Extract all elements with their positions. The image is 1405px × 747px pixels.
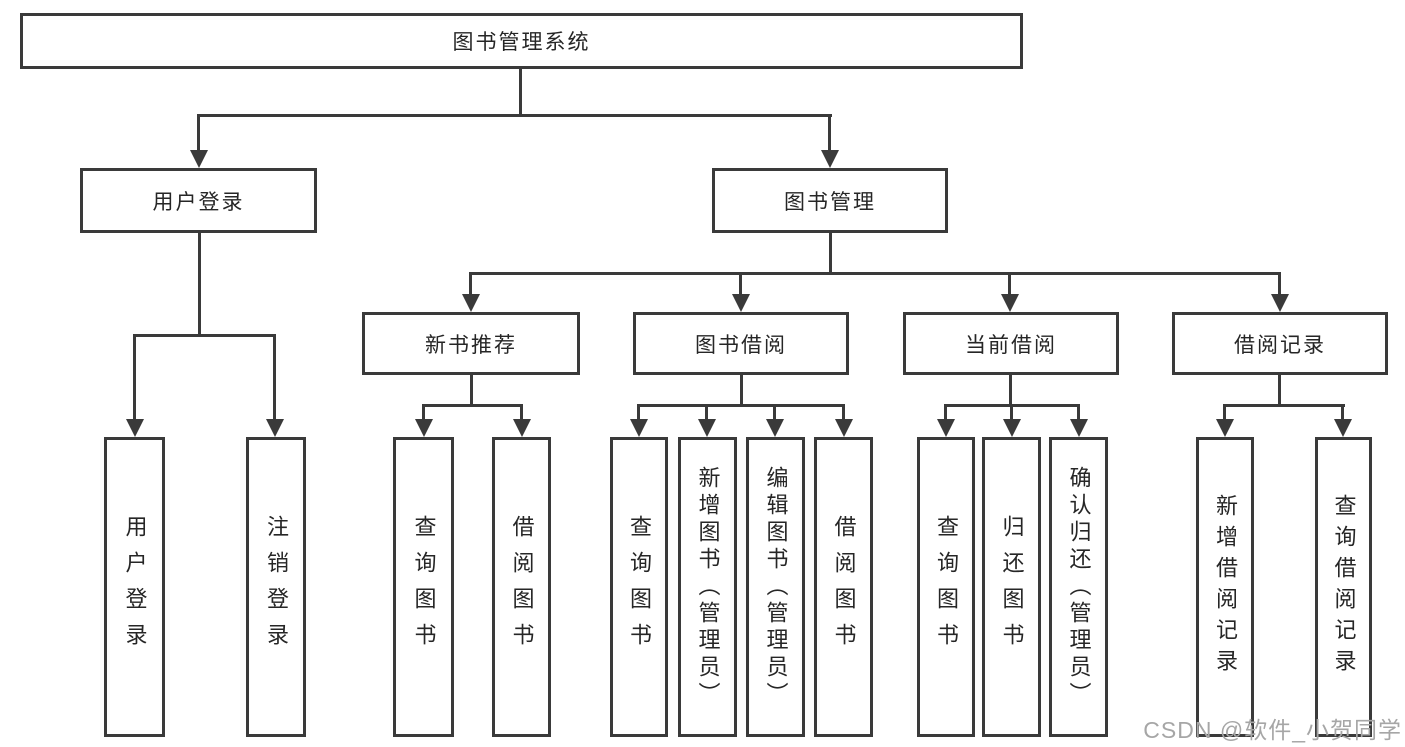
node-leaf-add-book: 新增图书（管理员）: [678, 437, 737, 737]
edge-arrow-to-user-login: [197, 114, 200, 150]
edge-arrow-to-leaf-user-login: [133, 334, 136, 419]
edge-book-borrow-stub: [740, 375, 743, 406]
edge-book-borrow-branch: [637, 404, 845, 407]
node-book-borrow: 图书借阅: [633, 312, 849, 375]
node-leaf-edit-book: 编辑图书（管理员）: [746, 437, 805, 737]
node-leaf-query-book-2-label: 查询图书: [627, 515, 652, 659]
edge-borrow-record-stub: [1278, 375, 1281, 406]
node-leaf-add-book-label: 新增图书（管理员）: [695, 465, 721, 709]
csdn-watermark: CSDN @软件_小贺同学: [1143, 717, 1402, 743]
node-new-book-rec: 新书推荐: [362, 312, 580, 375]
node-leaf-query-record: 查询借阅记录: [1315, 437, 1372, 737]
edge-new-book-rec-branch: [422, 404, 523, 407]
node-leaf-query-book-3-label: 查询图书: [934, 515, 959, 659]
node-leaf-query-book-1-label: 查询图书: [411, 515, 437, 659]
node-user-login: 用户登录: [80, 168, 317, 233]
edge-book-mgmt-stub: [829, 233, 832, 275]
edge-borrow-record-branch: [1223, 404, 1345, 407]
node-leaf-add-record: 新增借阅记录: [1196, 437, 1254, 737]
node-leaf-borrow-book-1-label: 借阅图书: [509, 515, 535, 659]
node-current-borrow: 当前借阅: [903, 312, 1119, 375]
node-book-mgmt-label: 图书管理: [784, 190, 876, 214]
node-leaf-user-login: 用户登录: [104, 437, 165, 737]
node-leaf-confirm-return: 确认归还（管理员）: [1049, 437, 1108, 737]
node-leaf-logout-label: 注销登录: [264, 515, 289, 659]
edge-arrow-to-leaf-query-book-3: [944, 404, 947, 419]
edge-new-book-rec-stub: [470, 375, 473, 406]
edge-current-borrow-stub: [1009, 375, 1012, 406]
edge-arrow-to-leaf-return-book: [1010, 404, 1013, 419]
node-leaf-query-book-3: 查询图书: [917, 437, 975, 737]
edge-arrow-to-leaf-logout: [273, 334, 276, 419]
node-leaf-query-book-1: 查询图书: [393, 437, 454, 737]
node-leaf-edit-book-label: 编辑图书（管理员）: [763, 465, 789, 709]
edge-arrow-to-leaf-query-record: [1341, 404, 1344, 419]
edge-arrow-to-leaf-add-record: [1223, 404, 1226, 419]
node-root: 图书管理系统: [20, 13, 1023, 69]
edge-arrow-to-book-mgmt: [828, 114, 831, 150]
edge-user-login-stub: [198, 233, 201, 337]
node-leaf-return-book: 归还图书: [982, 437, 1041, 737]
node-user-login-label: 用户登录: [152, 190, 245, 214]
edge-arrow-to-leaf-edit-book: [773, 404, 776, 419]
edge-level3-branch: [469, 272, 1281, 275]
edge-user-login-branch: [133, 334, 276, 337]
node-book-mgmt: 图书管理: [712, 168, 948, 233]
node-leaf-query-book-2: 查询图书: [610, 437, 668, 737]
node-borrow-record: 借阅记录: [1172, 312, 1388, 375]
edge-arrow-to-leaf-borrow-book-1: [520, 404, 523, 419]
node-leaf-borrow-book-2-label: 借阅图书: [831, 515, 857, 659]
edge-root-branch: [198, 114, 832, 117]
node-new-book-rec-label: 新书推荐: [425, 333, 517, 357]
edge-arrow-to-leaf-query-book-2: [637, 404, 640, 419]
node-leaf-add-record-label: 新增借阅记录: [1213, 494, 1238, 680]
node-leaf-return-book-label: 归还图书: [999, 515, 1025, 659]
node-book-borrow-label: 图书借阅: [695, 333, 787, 357]
node-current-borrow-label: 当前借阅: [965, 333, 1057, 357]
node-leaf-user-login-label: 用户登录: [122, 515, 148, 659]
node-leaf-borrow-book-1: 借阅图书: [492, 437, 551, 737]
edge-arrow-to-leaf-borrow-book-2: [842, 404, 845, 419]
edge-arrow-to-leaf-confirm-return: [1077, 404, 1080, 419]
node-borrow-record-label: 借阅记录: [1234, 333, 1326, 357]
edge-arrow-to-borrow-record: [1278, 272, 1281, 294]
edge-arrow-to-leaf-add-book: [705, 404, 708, 419]
edge-arrow-to-new-book-rec: [469, 272, 472, 294]
node-root-label: 图书管理系统: [452, 31, 591, 54]
edge-arrow-to-book-borrow: [739, 272, 742, 294]
node-leaf-borrow-book-2: 借阅图书: [814, 437, 873, 737]
edge-arrow-to-leaf-query-book-1: [422, 404, 425, 419]
node-leaf-confirm-return-label: 确认归还（管理员）: [1066, 465, 1092, 709]
node-leaf-logout: 注销登录: [246, 437, 306, 737]
edge-root-stub: [519, 68, 522, 116]
edge-arrow-to-current-borrow: [1008, 272, 1011, 294]
node-leaf-query-record-label: 查询借阅记录: [1331, 494, 1357, 680]
